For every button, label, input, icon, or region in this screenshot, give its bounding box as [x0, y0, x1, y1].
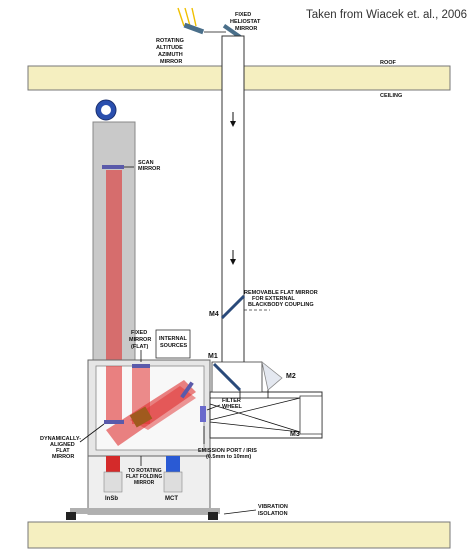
heliostat-label: FIXED HELIOSTAT MIRROR [230, 12, 261, 32]
svg-text:FLAT FOLDING: FLAT FOLDING [126, 474, 162, 480]
m3-label: M3 [290, 431, 300, 438]
svg-text:AZIMUTH: AZIMUTH [158, 52, 183, 58]
m4-mirror [220, 294, 246, 320]
filter-wheel [200, 406, 206, 422]
m3-mirror [299, 395, 323, 435]
rotating-mirror-label: ROTATING ALTITUDE AZIMUTH MIRROR [156, 38, 184, 65]
rotating-mirror [183, 22, 205, 35]
m1-mirror [212, 362, 242, 392]
svg-text:TO ROTATING: TO ROTATING [128, 468, 162, 474]
svg-text:(FLAT): (FLAT) [131, 344, 148, 350]
dynamic-mirror [104, 420, 124, 424]
svg-text:BLACKBODY COUPLING: BLACKBODY COUPLING [248, 302, 314, 308]
m2-prism [261, 360, 283, 391]
svg-text:MIRROR: MIRROR [138, 166, 160, 172]
output-mirror [180, 381, 194, 399]
svg-text:MIRROR: MIRROR [134, 480, 155, 486]
m1-label: M1 [208, 353, 218, 360]
svg-text:FLAT: FLAT [56, 448, 70, 454]
insb-detector [106, 456, 120, 472]
svg-text:FIXED: FIXED [131, 330, 147, 336]
svg-text:WHEEL: WHEEL [222, 404, 243, 410]
svg-text:MIRROR: MIRROR [52, 454, 74, 460]
dynamic-mirror-label: DYNAMICALLY- ALIGNED FLAT MIRROR [40, 436, 81, 460]
svg-text:FIXED: FIXED [235, 12, 251, 18]
m1-region [211, 361, 263, 393]
svg-text:ROTATING: ROTATING [156, 38, 184, 44]
svg-text:REMOVABLE FLAT MIRROR: REMOVABLE FLAT MIRROR [244, 290, 318, 296]
svg-text:SOURCES: SOURCES [160, 343, 188, 349]
to-rotating-label: TO ROTATING FLAT FOLDING MIRROR [126, 468, 162, 486]
svg-text:SCAN: SCAN [138, 160, 154, 166]
mct-detector [166, 456, 180, 472]
m4-label: M4 [209, 311, 219, 318]
floor-slab [27, 521, 451, 549]
svg-text:ALIGNED: ALIGNED [50, 442, 75, 448]
sunlight-arrows [177, 7, 197, 27]
removable-mirror-label: REMOVABLE FLAT MIRROR FOR EXTERNAL BLACK… [244, 290, 318, 308]
vibration-label: VIBRATION ISOLATION [258, 504, 288, 517]
svg-text:ALTITUDE: ALTITUDE [156, 45, 183, 51]
m2-label: M2 [286, 373, 296, 380]
svg-text:EMISSION PORT / IRIS: EMISSION PORT / IRIS [198, 448, 257, 454]
housing-beam-vertical [106, 366, 122, 424]
svg-text:FILTER: FILTER [222, 398, 241, 404]
svg-text:ISOLATION: ISOLATION [258, 511, 288, 517]
internal-sources-label: INTERNAL SOURCES [159, 336, 188, 349]
roof-label: ROOF [380, 60, 397, 66]
svg-text:INTERNAL: INTERNAL [159, 336, 187, 342]
fixed-mirror [132, 364, 150, 368]
emission-port-label: EMISSION PORT / IRIS (0.5mm to 10mm) [198, 448, 257, 460]
beamsplitter [129, 406, 153, 428]
svg-text:MIRROR: MIRROR [160, 59, 182, 65]
base-plate [70, 508, 220, 514]
scan-mirror [102, 165, 124, 169]
mct-label: MCT [165, 496, 178, 502]
svg-text:DYNAMICALLY-: DYNAMICALLY- [40, 436, 81, 442]
svg-text:HELIOSTAT: HELIOSTAT [230, 19, 261, 25]
convergent-rays [209, 390, 301, 433]
scan-mirror-label: SCAN MIRROR [138, 160, 160, 172]
insb-label: InSb [105, 496, 118, 502]
svg-text:VIBRATION: VIBRATION [258, 504, 288, 510]
fixed-mirror-label: FIXED MIRROR (FLAT) [129, 330, 151, 350]
svg-text:FOR EXTERNAL: FOR EXTERNAL [252, 296, 295, 302]
source-credit: Taken from Wiacek et. al., 2006 [306, 9, 467, 21]
svg-text:(0.5mm to 10mm): (0.5mm to 10mm) [206, 454, 251, 460]
svg-text:MIRROR: MIRROR [235, 26, 257, 32]
filter-wheel-label: FILTER WHEEL [222, 398, 243, 410]
ceiling-label: CEILING [380, 93, 402, 99]
internal-sources-box [155, 329, 191, 359]
tower-beam [106, 170, 122, 360]
svg-text:MIRROR: MIRROR [129, 337, 151, 343]
